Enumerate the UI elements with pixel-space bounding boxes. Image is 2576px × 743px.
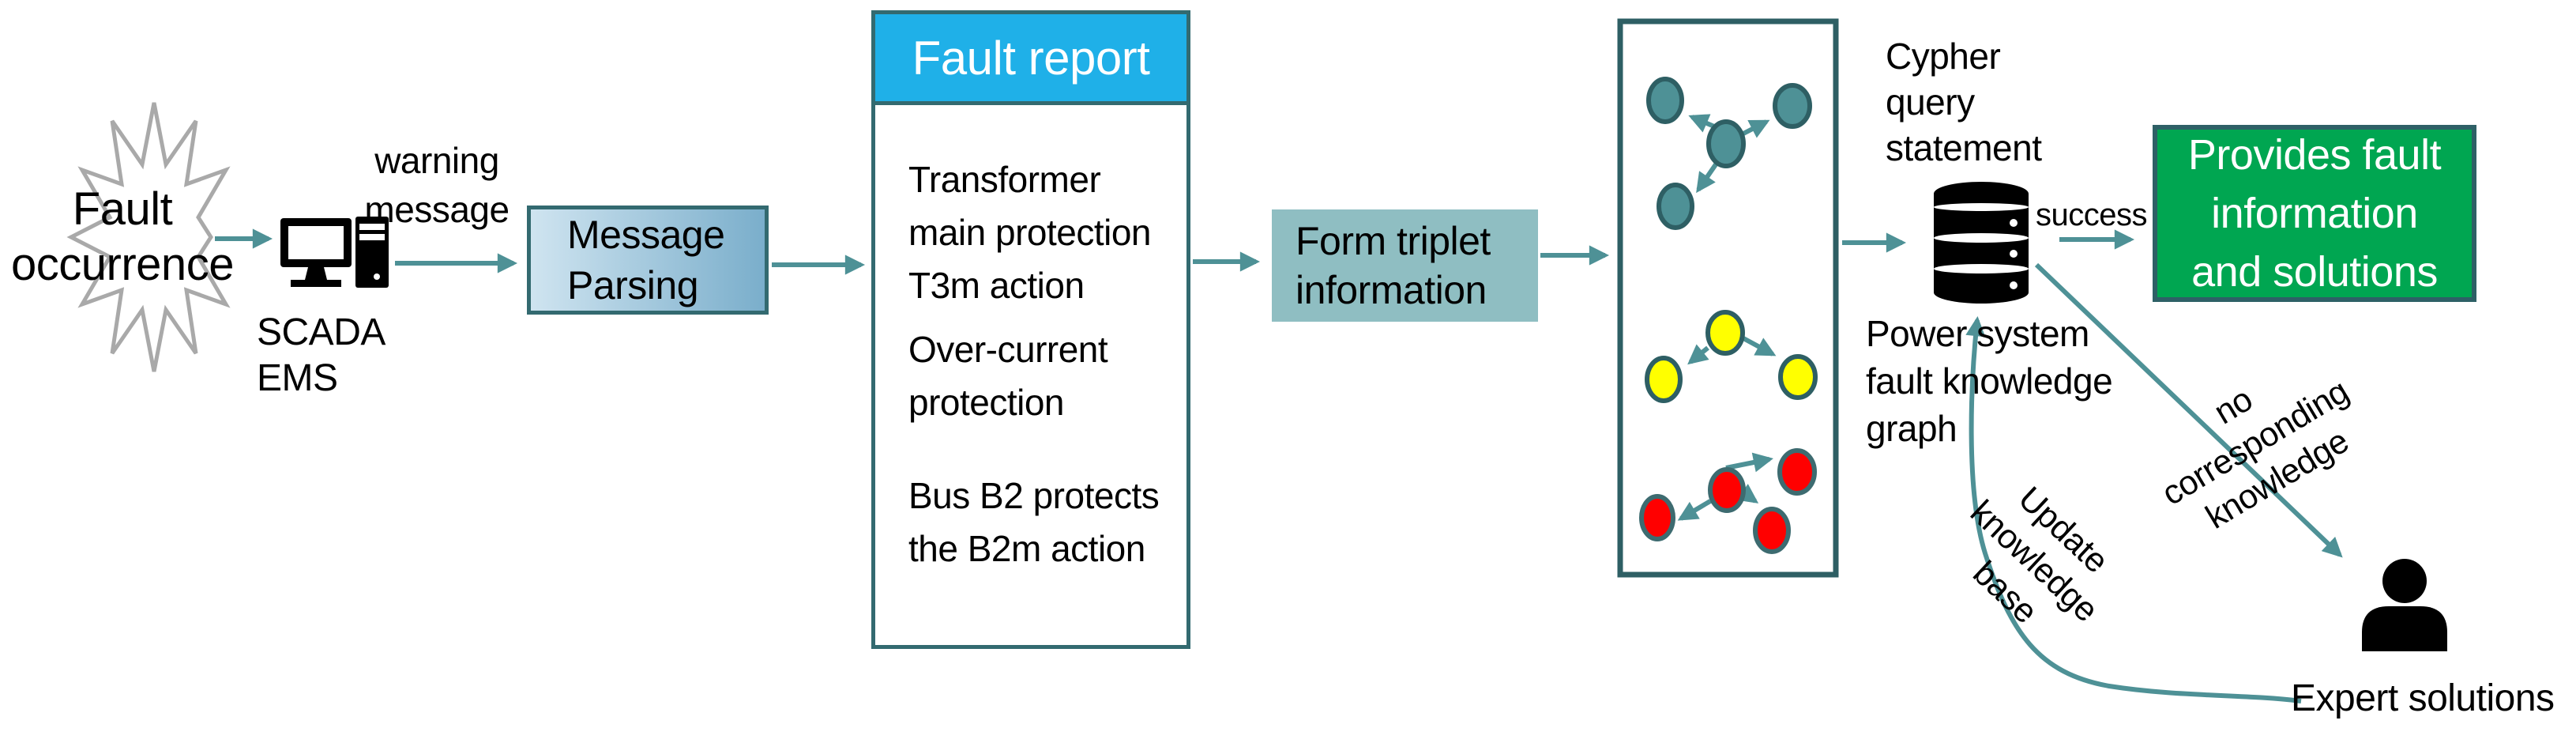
label-line: warning [374, 140, 499, 181]
node-teal [1646, 77, 1684, 124]
label-line: Over-current [908, 329, 1108, 370]
label-line: Parsing [567, 263, 699, 307]
cypher-query-label: Cypher query statement [1886, 33, 2042, 171]
node-teal [1657, 183, 1694, 230]
node-yellow [1705, 310, 1745, 356]
label-line: Bus B2 protects [908, 475, 1160, 516]
node-yellow [1645, 356, 1683, 403]
label-line: Message [567, 213, 725, 257]
label-line: Cypher [1886, 36, 2001, 77]
edge-teal-3 [1696, 163, 1718, 194]
expert-solutions-label: Expert solutions [2291, 677, 2555, 719]
label-line: information [2211, 190, 2418, 237]
provides-solutions-box: Provides fault information and solutions [2153, 125, 2476, 302]
edge-red-1 [1725, 452, 1773, 473]
label-line: T3m action [908, 265, 1085, 306]
arrow-no-knowledge [2034, 262, 2343, 558]
knowledge-graph-nodes [1617, 18, 1839, 578]
node-red [1753, 507, 1791, 554]
label-line: occurrence [11, 239, 234, 290]
edge-red-3 [1677, 499, 1712, 521]
label-line: Form triplet [1296, 219, 1491, 263]
label-line: SCADA [257, 311, 385, 353]
edge-teal-2 [1740, 119, 1770, 138]
label-line: Transformer [908, 159, 1101, 200]
form-triplet-box: Form triplet information [1272, 209, 1538, 322]
node-red [1639, 494, 1675, 541]
fault-occurrence-label: Fault occurrence [0, 182, 269, 292]
node-yellow [1778, 354, 1818, 400]
fault-report-header: Fault report [875, 14, 1186, 105]
label-line: graph [1866, 408, 1957, 449]
label-line: Fault [72, 183, 173, 235]
fault-report-title: Fault report [912, 31, 1150, 85]
node-teal [1773, 83, 1812, 129]
person-icon [2362, 559, 2447, 651]
warning-message-label: warning message [342, 136, 532, 234]
edge-yellow-1 [1687, 344, 1709, 365]
node-red [1777, 448, 1817, 496]
label-line: message [364, 189, 510, 230]
label-line: main protection [908, 212, 1152, 253]
label-line: protection [908, 382, 1065, 423]
label-line: information [1296, 268, 1487, 312]
scada-ems-label: SCADA EMS [257, 310, 385, 402]
label-line: the B2m action [908, 528, 1145, 569]
label-line: fault knowledge [1866, 360, 2113, 402]
computer-icon [280, 217, 389, 288]
fault-report-item: Transformer main protection T3m action [908, 153, 1152, 312]
label-line: Provides fault [2187, 131, 2442, 179]
label-line: EMS [257, 357, 338, 399]
success-label: success [2036, 198, 2148, 232]
label-line: Power system [1866, 313, 2089, 354]
node-red [1708, 467, 1746, 513]
starburst-icon [66, 102, 231, 372]
database-icon [1934, 182, 2029, 304]
edge-teal-1 [1688, 114, 1716, 133]
arrow-update-knowledge [1965, 315, 2302, 703]
knowledge-graph-label: Power system fault knowledge graph [1866, 310, 2113, 452]
edge-yellow-2 [1742, 336, 1777, 356]
fault-report-item: Over-current protection [908, 323, 1108, 429]
label-line: query [1886, 81, 1975, 123]
fault-report-box: Fault report Transformer main protection… [871, 10, 1190, 649]
fault-report-item: Bus B2 protects the B2m action [908, 470, 1160, 575]
label-line: and solutions [2191, 248, 2438, 296]
label-line: statement [1886, 127, 2042, 168]
message-parsing-box: Message Parsing [527, 206, 769, 315]
node-teal [1706, 119, 1746, 168]
